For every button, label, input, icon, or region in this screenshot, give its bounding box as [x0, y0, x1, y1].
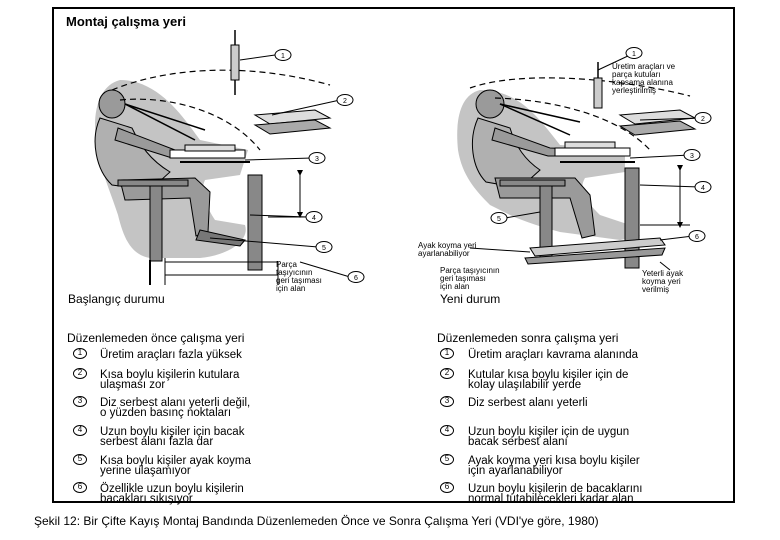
after-item-number-3: 3 — [440, 396, 454, 407]
before-item-number-6: 6 — [73, 482, 87, 493]
callout-number-left-1: 1 — [281, 53, 285, 60]
callout-circle-left-6 — [347, 271, 365, 283]
callout-markers: 1 2 3 4 5 6 1 2 3 4 5 6 — [274, 47, 712, 283]
before-item-5-line-2: yerine ulaşamıyor — [100, 465, 191, 477]
before-item-5-line-1: Kısa boylu kişiler ayak koyma — [100, 455, 251, 467]
after-heading: Düzenlemeden sonra çalışma yeri — [437, 331, 619, 345]
callout-circle-left-3 — [308, 152, 326, 164]
callout-circle-right-2 — [694, 112, 712, 124]
callout-number-right-4: 4 — [701, 185, 705, 192]
callout-circle-right-3 — [683, 149, 701, 161]
before-item-number-2: 2 — [73, 368, 87, 379]
before-item-1-line-1: Üretim araçları fazla yüksek — [100, 349, 242, 361]
after-item-2-line-1: Kutular kısa boylu kişiler için de — [468, 369, 629, 381]
before-item-4-line-2: serbest alanı fazla dar — [100, 436, 214, 448]
figure-caption: Şekil 12: Bir Çifte Kayış Montaj Bandınd… — [34, 514, 599, 528]
state-before: Başlangıç durumu — [68, 292, 165, 306]
after-item-5-line-2: için ayarlanabiliyor — [468, 465, 563, 477]
before-item-number-4: 4 — [73, 425, 87, 436]
after-item-5-line-1: Ayak koyma yeri kısa boylu kişiler — [468, 455, 640, 467]
callout-number-right-6: 6 — [695, 234, 699, 241]
after-item-number-4: 4 — [440, 425, 454, 436]
callout-number-left-3: 3 — [315, 156, 319, 163]
before-item-number-1: 1 — [73, 348, 87, 359]
figure-frame — [52, 7, 735, 503]
after-item-number-2: 2 — [440, 368, 454, 379]
callout-number-right-1: 1 — [632, 51, 636, 58]
after-item-3-line-1: Diz serbest alanı yeterli — [468, 397, 588, 409]
callout-number-left-2: 2 — [343, 98, 347, 105]
before-item-6-line-1: Özellikle uzun boylu kişilerin — [100, 483, 244, 495]
figure-title: Montaj çalışma yeri — [66, 14, 186, 29]
before-item-4-line-1: Uzun boylu kişiler için bacak — [100, 426, 245, 438]
worker-before-illustration — [94, 30, 351, 285]
callout-circle-right-5 — [490, 212, 508, 224]
after-item-4-line-1: Uzun boylu kişiler için de uygun — [468, 426, 630, 438]
callout-number-right-2: 2 — [701, 116, 705, 123]
before-item-number-3: 3 — [73, 396, 87, 407]
callout-number-left-6: 6 — [354, 275, 358, 282]
state-after: Yeni durum — [440, 292, 501, 306]
callout-circle-right-6 — [688, 230, 706, 242]
callout-circle-left-5 — [315, 241, 333, 253]
before-item-3-line-1: Diz serbest alanı yeterli değil, — [100, 397, 251, 409]
after-item-number-1: 1 — [440, 348, 454, 359]
callout-number-left-5: 5 — [322, 245, 326, 252]
after-item-number-5: 5 — [440, 454, 454, 465]
after-item-number-6: 6 — [440, 482, 454, 493]
before-item-2-line-2: ulaşması zor — [100, 379, 166, 391]
after-item-1-line-1: Üretim araçları kavrama alanında — [468, 349, 639, 361]
worker-after-illustration — [457, 54, 701, 271]
after-item-6-line-1: Uzun boylu kişilerin de bacaklarını — [468, 483, 643, 495]
callout-number-left-4: 4 — [312, 215, 316, 222]
before-item-2-line-1: Kısa boylu kişilerin kutulara — [100, 369, 240, 381]
after-item-6-line-2: normal tutabilecekleri kadar alan — [468, 493, 634, 505]
callout-number-right-3: 3 — [690, 153, 694, 160]
callout-circle-right-4 — [694, 181, 712, 193]
callout-circle-left-1 — [274, 49, 292, 61]
after-item-2-line-2: kolay ulaşılabilir yerde — [468, 379, 582, 391]
before-item-number-5: 5 — [73, 454, 87, 465]
callout-circle-left-2 — [336, 94, 354, 106]
callout-circle-right-1 — [625, 47, 643, 59]
callout-number-right-5: 5 — [497, 216, 501, 223]
callout-circle-left-4 — [305, 211, 323, 223]
before-item-3-line-2: o yüzden basınç noktaları — [100, 407, 232, 419]
before-heading: Düzenlemeden önce çalışma yeri — [67, 331, 245, 345]
before-item-6-line-2: bacakları sıkışıyor — [100, 493, 193, 505]
after-item-4-line-2: bacak serbest alanı — [468, 436, 568, 448]
